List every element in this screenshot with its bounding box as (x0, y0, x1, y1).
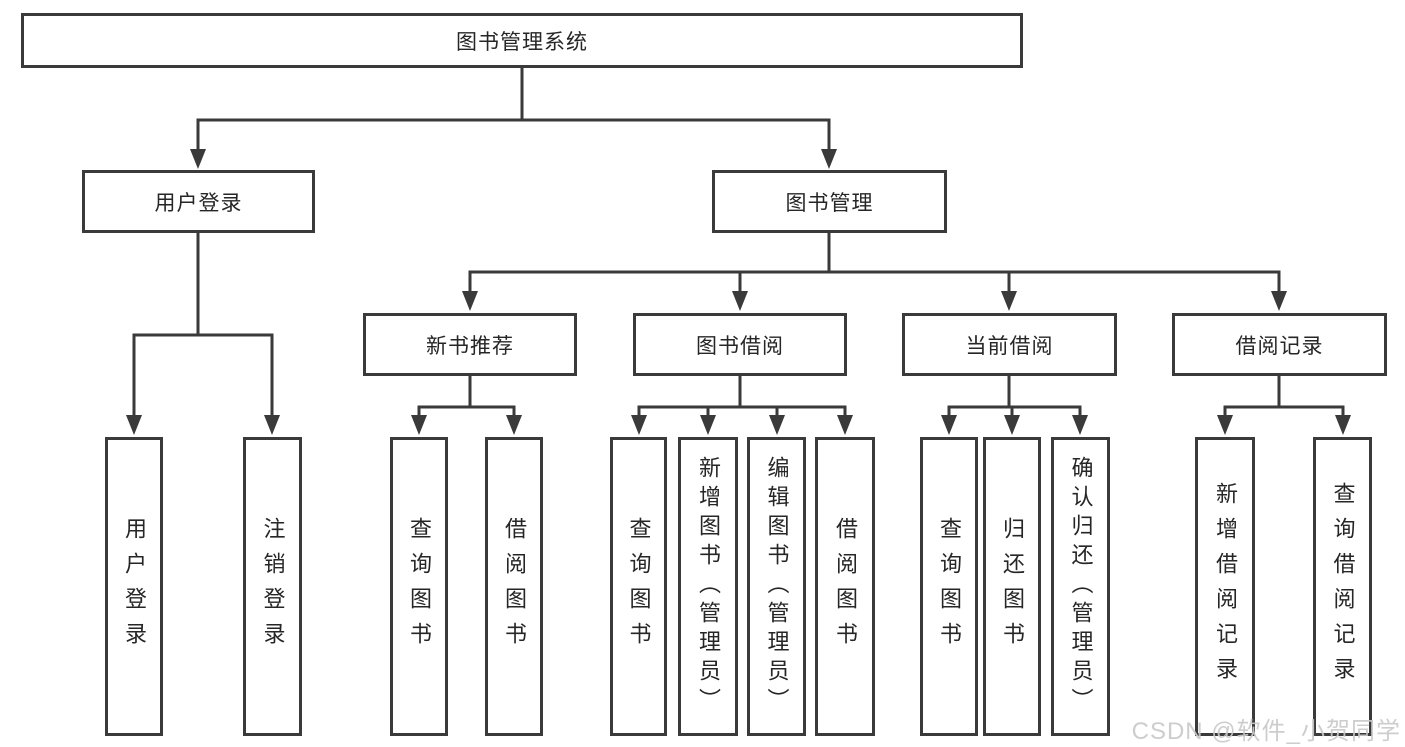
node-leaf-query-books-rec: 查询图书 (390, 437, 448, 736)
node-book-mgmt: 图书管理 (712, 170, 947, 233)
node-leaf-edit-books-admin-label: 编辑图书（管理员） (764, 456, 790, 717)
edges-book-mgmt-to-level3 (462, 233, 1287, 311)
node-borrow-records: 借阅记录 (1172, 313, 1387, 376)
node-leaf-query-books-current: 查询图书 (920, 437, 978, 736)
edges-current-borrow-to-leaves (941, 376, 1088, 435)
node-leaf-user-login: 用户登录 (105, 437, 163, 736)
node-user-login: 用户登录 (82, 170, 315, 233)
node-current-borrow: 当前借阅 (902, 313, 1117, 376)
node-leaf-borrow-books: 借阅图书 (815, 437, 875, 736)
node-book-borrow: 图书借阅 (633, 313, 847, 376)
node-borrow-records-label: 借阅记录 (1235, 334, 1324, 358)
node-new-book-rec: 新书推荐 (363, 313, 577, 376)
node-leaf-query-books-borrow-label: 查询图书 (626, 516, 652, 657)
node-book-borrow-label: 图书借阅 (696, 334, 784, 358)
edges-book-borrow-to-leaves (631, 376, 853, 435)
node-leaf-edit-books-admin: 编辑图书（管理员） (747, 437, 806, 736)
edges-borrow-records-to-leaves (1217, 376, 1351, 435)
node-leaf-add-borrow-record-label: 新增借阅记录 (1213, 481, 1238, 692)
node-leaf-add-books-admin: 新增图书（管理员） (678, 437, 738, 736)
node-user-login-label: 用户登录 (154, 191, 243, 215)
node-leaf-confirm-return-admin-label: 确认归还（管理员） (1068, 456, 1094, 717)
csdn-watermark: CSDN @软件_小贺同学 (1131, 718, 1401, 745)
node-leaf-user-login-label: 用户登录 (122, 516, 147, 657)
node-leaf-logout-label: 注销登录 (260, 516, 286, 657)
node-leaf-borrow-books-rec: 借阅图书 (485, 437, 543, 736)
node-new-book-rec-label: 新书推荐 (426, 334, 514, 358)
node-root-label: 图书管理系统 (456, 30, 588, 54)
node-leaf-confirm-return-admin: 确认归还（管理员） (1051, 437, 1110, 736)
node-leaf-query-books-rec-label: 查询图书 (407, 516, 432, 657)
node-current-borrow-label: 当前借阅 (965, 334, 1054, 358)
node-leaf-return-books-label: 归还图书 (1000, 516, 1025, 657)
node-leaf-borrow-books-label: 借阅图书 (833, 516, 858, 657)
node-leaf-return-books: 归还图书 (983, 437, 1041, 736)
edges-new-book-rec-to-leaves (411, 376, 522, 435)
node-leaf-add-books-admin-label: 新增图书（管理员） (696, 456, 721, 717)
node-book-mgmt-label: 图书管理 (785, 191, 874, 215)
node-leaf-query-books-current-label: 查询图书 (937, 516, 962, 657)
node-leaf-add-borrow-record: 新增借阅记录 (1195, 437, 1255, 736)
edges-root-to-level2 (190, 68, 837, 169)
edges-user-login-to-leaves (126, 233, 280, 435)
node-leaf-logout: 注销登录 (243, 437, 302, 736)
node-leaf-query-books-borrow: 查询图书 (610, 437, 667, 736)
node-leaf-query-borrow-record: 查询借阅记录 (1313, 437, 1372, 736)
node-root: 图书管理系统 (21, 13, 1023, 68)
node-leaf-query-borrow-record-label: 查询借阅记录 (1330, 481, 1356, 692)
node-leaf-borrow-books-rec-label: 借阅图书 (502, 516, 527, 657)
